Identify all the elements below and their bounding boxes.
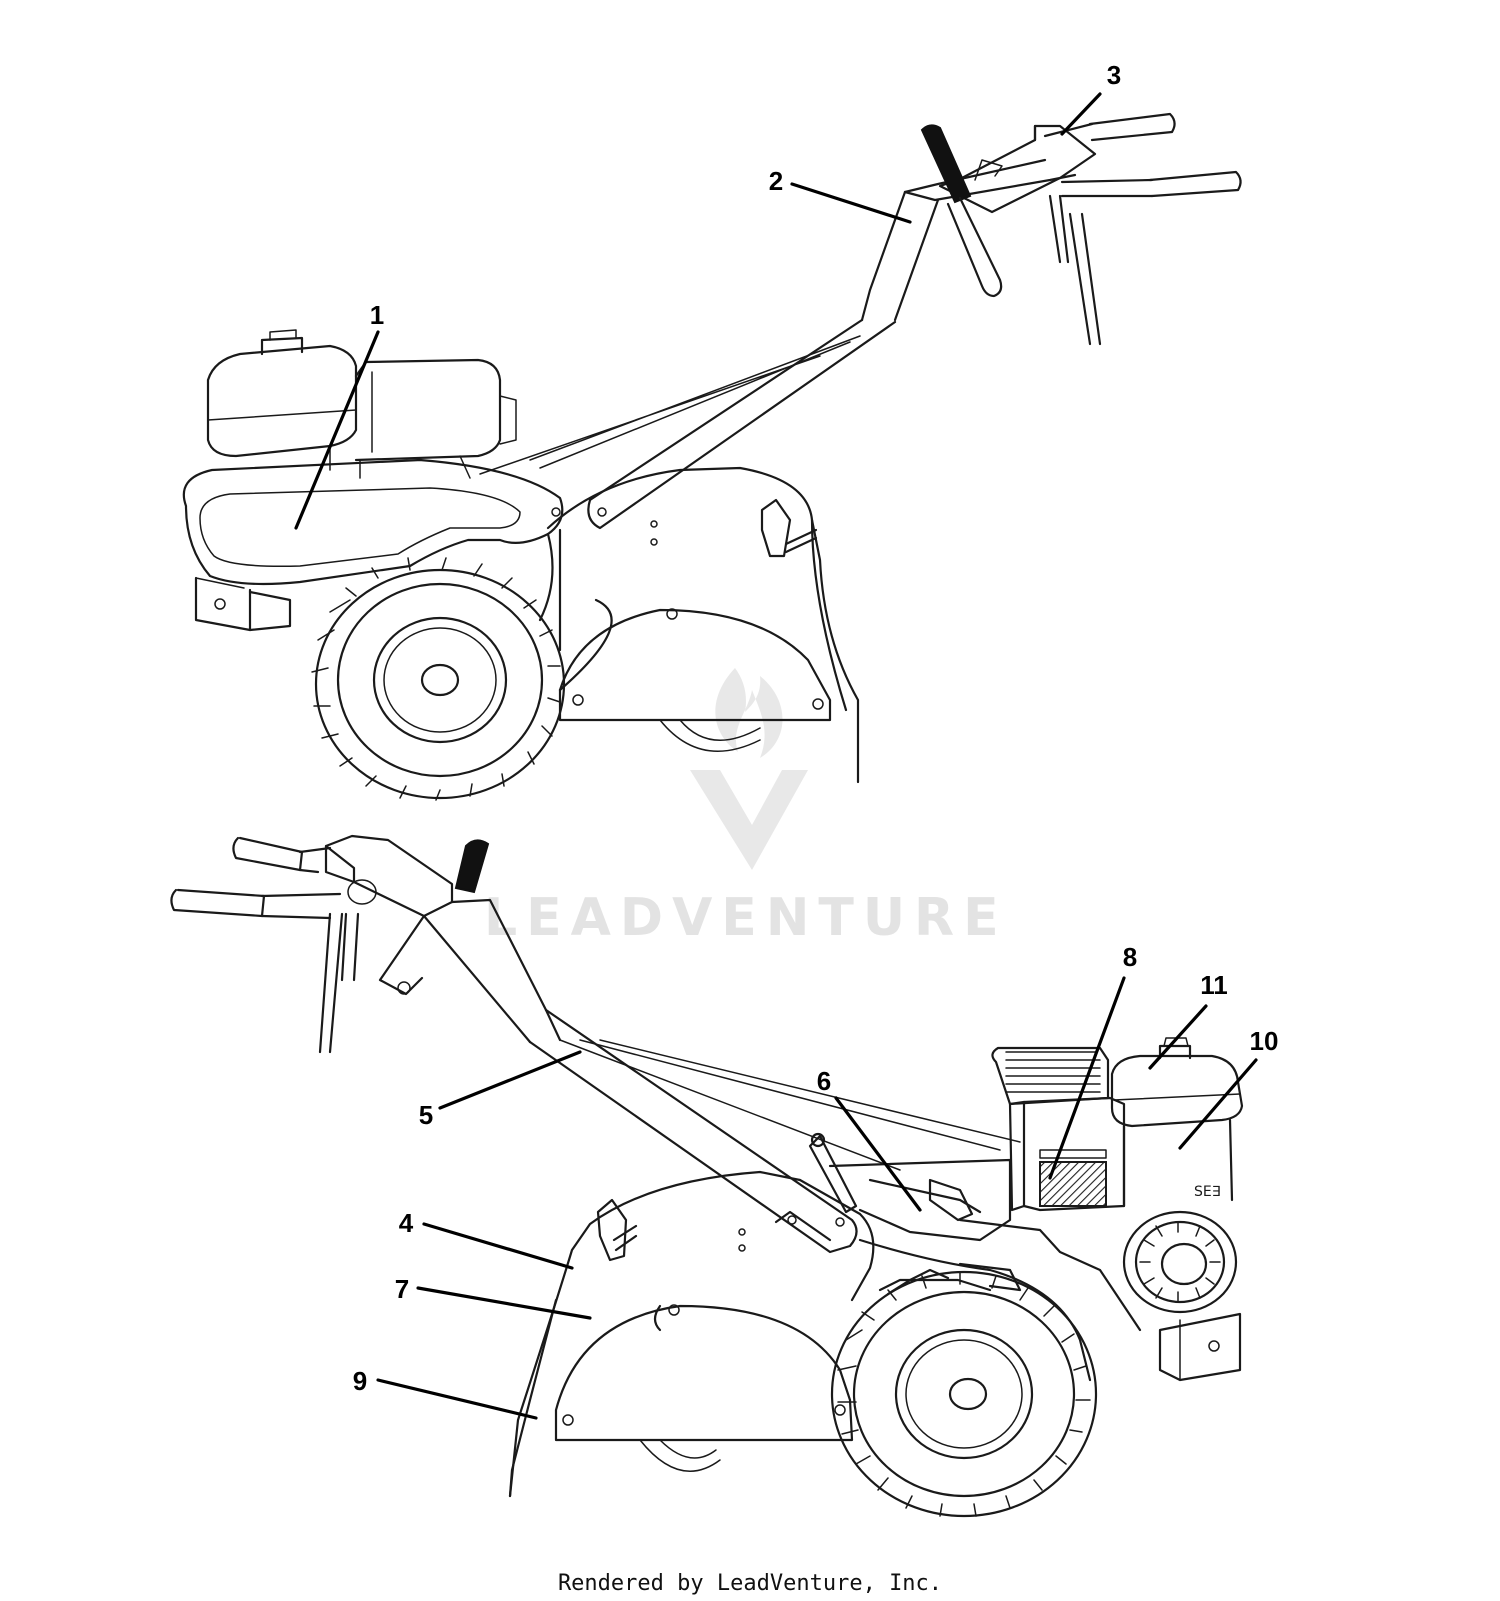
callout-4: 4: [399, 1208, 574, 1270]
callout-label-5: 5: [419, 1100, 433, 1130]
callout-1: 1: [294, 300, 384, 530]
tiller-top-view: [182, 112, 1242, 801]
callout-2: 2: [769, 166, 912, 224]
callout-label-9: 9: [353, 1366, 367, 1396]
engine-brand-label: SE∃: [1194, 1184, 1221, 1200]
callout-9: 9: [353, 1366, 538, 1420]
callout-label-11: 11: [1200, 970, 1228, 1000]
footer-credit: Rendered by LeadVenture, Inc.: [558, 1571, 942, 1596]
callout-label-10: 10: [1250, 1026, 1279, 1056]
callout-label-8: 8: [1123, 942, 1137, 972]
callout-7: 7: [395, 1274, 592, 1320]
callout-6: 6: [817, 1066, 922, 1212]
callout-label-2: 2: [769, 166, 783, 196]
callout-8: 8: [1048, 942, 1137, 1180]
callout-label-6: 6: [817, 1066, 831, 1096]
callout-5: 5: [419, 1050, 582, 1130]
callout-label-7: 7: [395, 1274, 409, 1304]
callout-11: 11: [1148, 970, 1228, 1070]
callout-label-4: 4: [399, 1208, 414, 1238]
callout-3: 3: [1060, 60, 1121, 136]
tiller-bottom-view: SE∃: [170, 834, 1244, 1518]
callout-label-3: 3: [1107, 60, 1121, 90]
watermark-text: LEADVENTURE: [484, 888, 1008, 948]
callout-label-1: 1: [370, 300, 384, 330]
callout-10: 10: [1178, 1026, 1279, 1150]
watermark-logo: [690, 668, 808, 870]
